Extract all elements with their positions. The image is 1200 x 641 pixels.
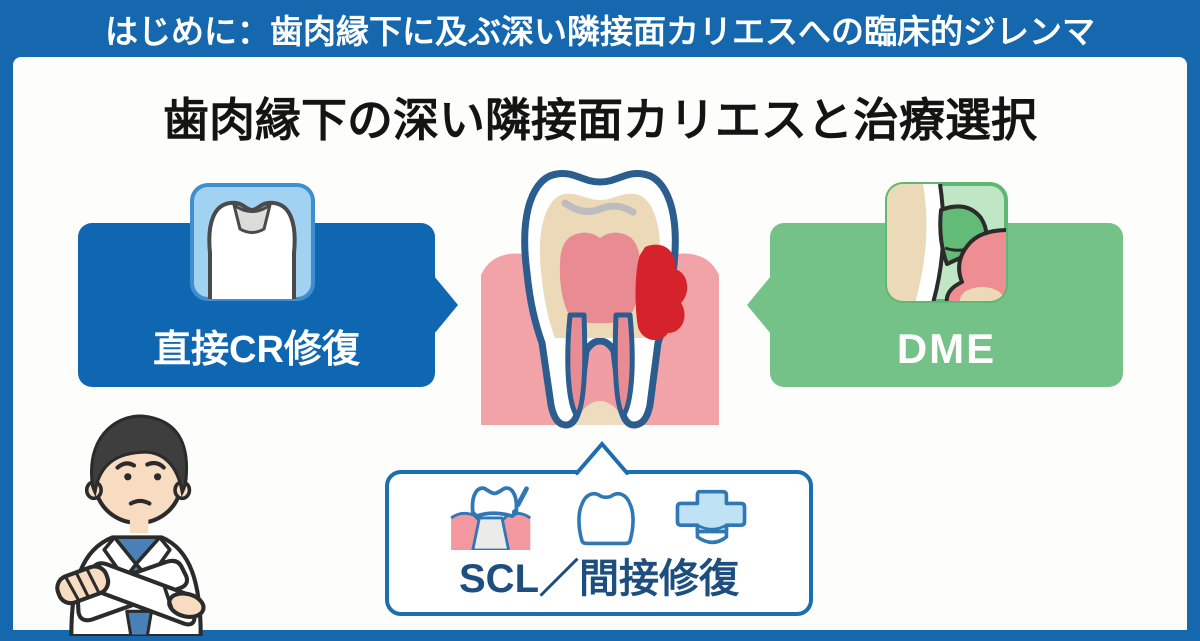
furcation-bone-shape [577,407,623,425]
tooth-cross-section-illustration [475,163,725,460]
pulp-shape [559,232,641,324]
up-arrow-notch-icon [575,440,629,484]
content-panel: 歯肉縁下の深い隣接面カリエスと治療選択 [13,57,1187,639]
fissure-line [561,199,637,216]
dentist-svg [55,414,206,639]
tooth-cross-section-svg [481,169,719,429]
crown-icon [574,487,638,552]
caries-lesion-shape [635,244,688,341]
crown-lengthening-icon [448,484,540,555]
root-canal-right [612,312,635,419]
direct-cr-callout: 直接CR修復 [78,183,458,387]
deep-margin-elevation-icon [885,182,1008,308]
direct-cr-label: 直接CR修復 [153,329,360,371]
dme-label: DME [896,325,997,372]
header-band: はじめに：歯肉縁下に及ぶ深い隣接面カリエスへの臨床的ジレンマ [0,0,1200,57]
worried-dentist-character [30,408,240,641]
scl-label: SCL／間接修復 [459,557,739,601]
header-text: はじめに：歯肉縁下に及ぶ深い隣接面カリエスへの臨床的ジレンマ [105,12,1095,50]
page-title: 歯肉縁下の深い隣接面カリエスと治療選択 [163,94,1037,146]
root-canal-left [565,312,588,419]
left-arrow-icon [747,276,771,334]
right-arrow-icon [434,276,458,334]
dme-callout: DME [747,182,1123,387]
scl-icon-row [389,484,809,555]
filled-tooth-icon [190,183,315,306]
inlay-icon [672,488,750,551]
scl-indirect-box: SCL／間接修復 [385,440,813,616]
